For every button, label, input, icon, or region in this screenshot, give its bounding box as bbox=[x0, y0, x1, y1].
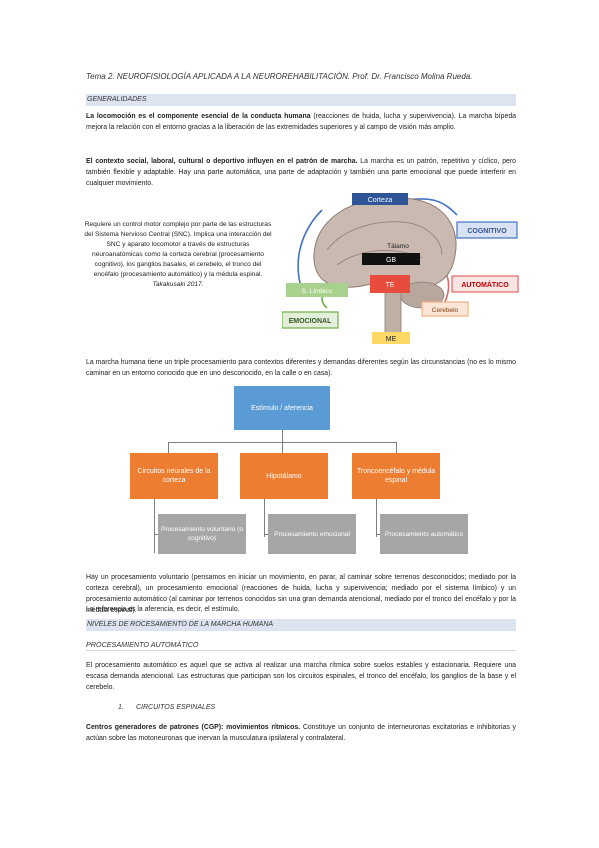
brain-figure: Corteza Tálamo GB TE ME S. Límbico EMOCI… bbox=[282, 190, 520, 352]
paragraph-contexto: El contexto social, laboral, cultural o … bbox=[86, 156, 516, 189]
list-item-label: CIRCUITOS ESPINALES bbox=[136, 704, 216, 711]
flow-box-emotional: Procesamiento emocional bbox=[268, 514, 356, 554]
label-te: TE bbox=[386, 282, 395, 289]
side-paragraph: Requiere un control motor complejo por p… bbox=[84, 220, 272, 290]
flow-box-brainstem: Troncoencéfalo y médula espinal bbox=[352, 453, 440, 499]
paragraph-contexto-text: La marcha es un patrón, repetitivo y cíc… bbox=[86, 158, 516, 187]
flow-box-hypothalamus: Hipotálamo bbox=[240, 453, 328, 499]
side-paragraph-citation: Takakusaki 2017. bbox=[152, 281, 204, 288]
document-title: Tema 2. NEUROFISIOLOGÍA APLICADA A LA NE… bbox=[86, 72, 473, 81]
side-paragraph-text: Requiere un control motor complejo por p… bbox=[84, 221, 272, 278]
label-limbico: S. Límbico bbox=[302, 288, 333, 295]
label-talamo: Tálamo bbox=[387, 243, 409, 250]
paragraph-triple: La marcha humana tiene un triple procesa… bbox=[86, 359, 516, 377]
paragraph-cgp-bold: Centros generadores de patrones (CGP): m… bbox=[86, 724, 301, 731]
label-cognitivo: COGNITIVO bbox=[467, 228, 507, 235]
flow-box-automatic: Procesamiento automático bbox=[380, 514, 468, 554]
paragraph-locomocion-text: (reacciones de huida, lucha y superviven… bbox=[86, 113, 516, 131]
section-niveles: NIVELES DE ROCESAMIENTO DE LA MARCHA HUM… bbox=[86, 619, 516, 631]
flow-box-voluntary: Procesamiento voluntario (o cognitivo) bbox=[158, 514, 246, 554]
paragraph-procesamiento: Hay un procesamiento voluntario (pensamo… bbox=[86, 574, 516, 614]
label-corteza: Corteza bbox=[368, 197, 393, 204]
paragraph-locomocion-bold: La locomoción es el componente esencial … bbox=[86, 113, 311, 120]
label-cerebelo: Cerebelo bbox=[432, 307, 459, 314]
paragraph-referencia: La referencia es la aferencia, es decir,… bbox=[86, 606, 240, 613]
label-me: ME bbox=[386, 336, 397, 343]
label-gb: GB bbox=[386, 257, 396, 264]
flow-diagram: Estímulo / aferencia Circuitos neurales … bbox=[130, 386, 470, 562]
flow-box-stimulus: Estímulo / aferencia bbox=[234, 386, 330, 430]
paragraph-contexto-bold: El contexto social, laboral, cultural o … bbox=[86, 158, 358, 165]
paragraph-automatico: El procesamiento automático es aquel que… bbox=[86, 662, 516, 691]
label-emocional: EMOCIONAL bbox=[289, 318, 333, 325]
flow-box-cortex: Circuitos neurales de la corteza bbox=[130, 453, 218, 499]
list-item-number: 1. bbox=[118, 704, 124, 711]
paragraph-cgp-text: Constituye un conjunto de interneuronas … bbox=[86, 724, 517, 742]
paragraph-locomocion: La locomoción es el componente esencial … bbox=[86, 111, 516, 133]
paragraph-cgp: Centros generadores de patrones (CGP): m… bbox=[86, 722, 516, 744]
subsection-automatico: PROCESAMIENTO AUTOMÁTICO bbox=[86, 640, 516, 651]
list-item-circuitos: 1. CIRCUITOS ESPINALES bbox=[118, 704, 215, 711]
section-generalidades: GENERALIDADES bbox=[86, 94, 516, 106]
label-automatico: AUTOMÁTICO bbox=[461, 280, 509, 289]
arrow-cognitive bbox=[297, 209, 323, 291]
